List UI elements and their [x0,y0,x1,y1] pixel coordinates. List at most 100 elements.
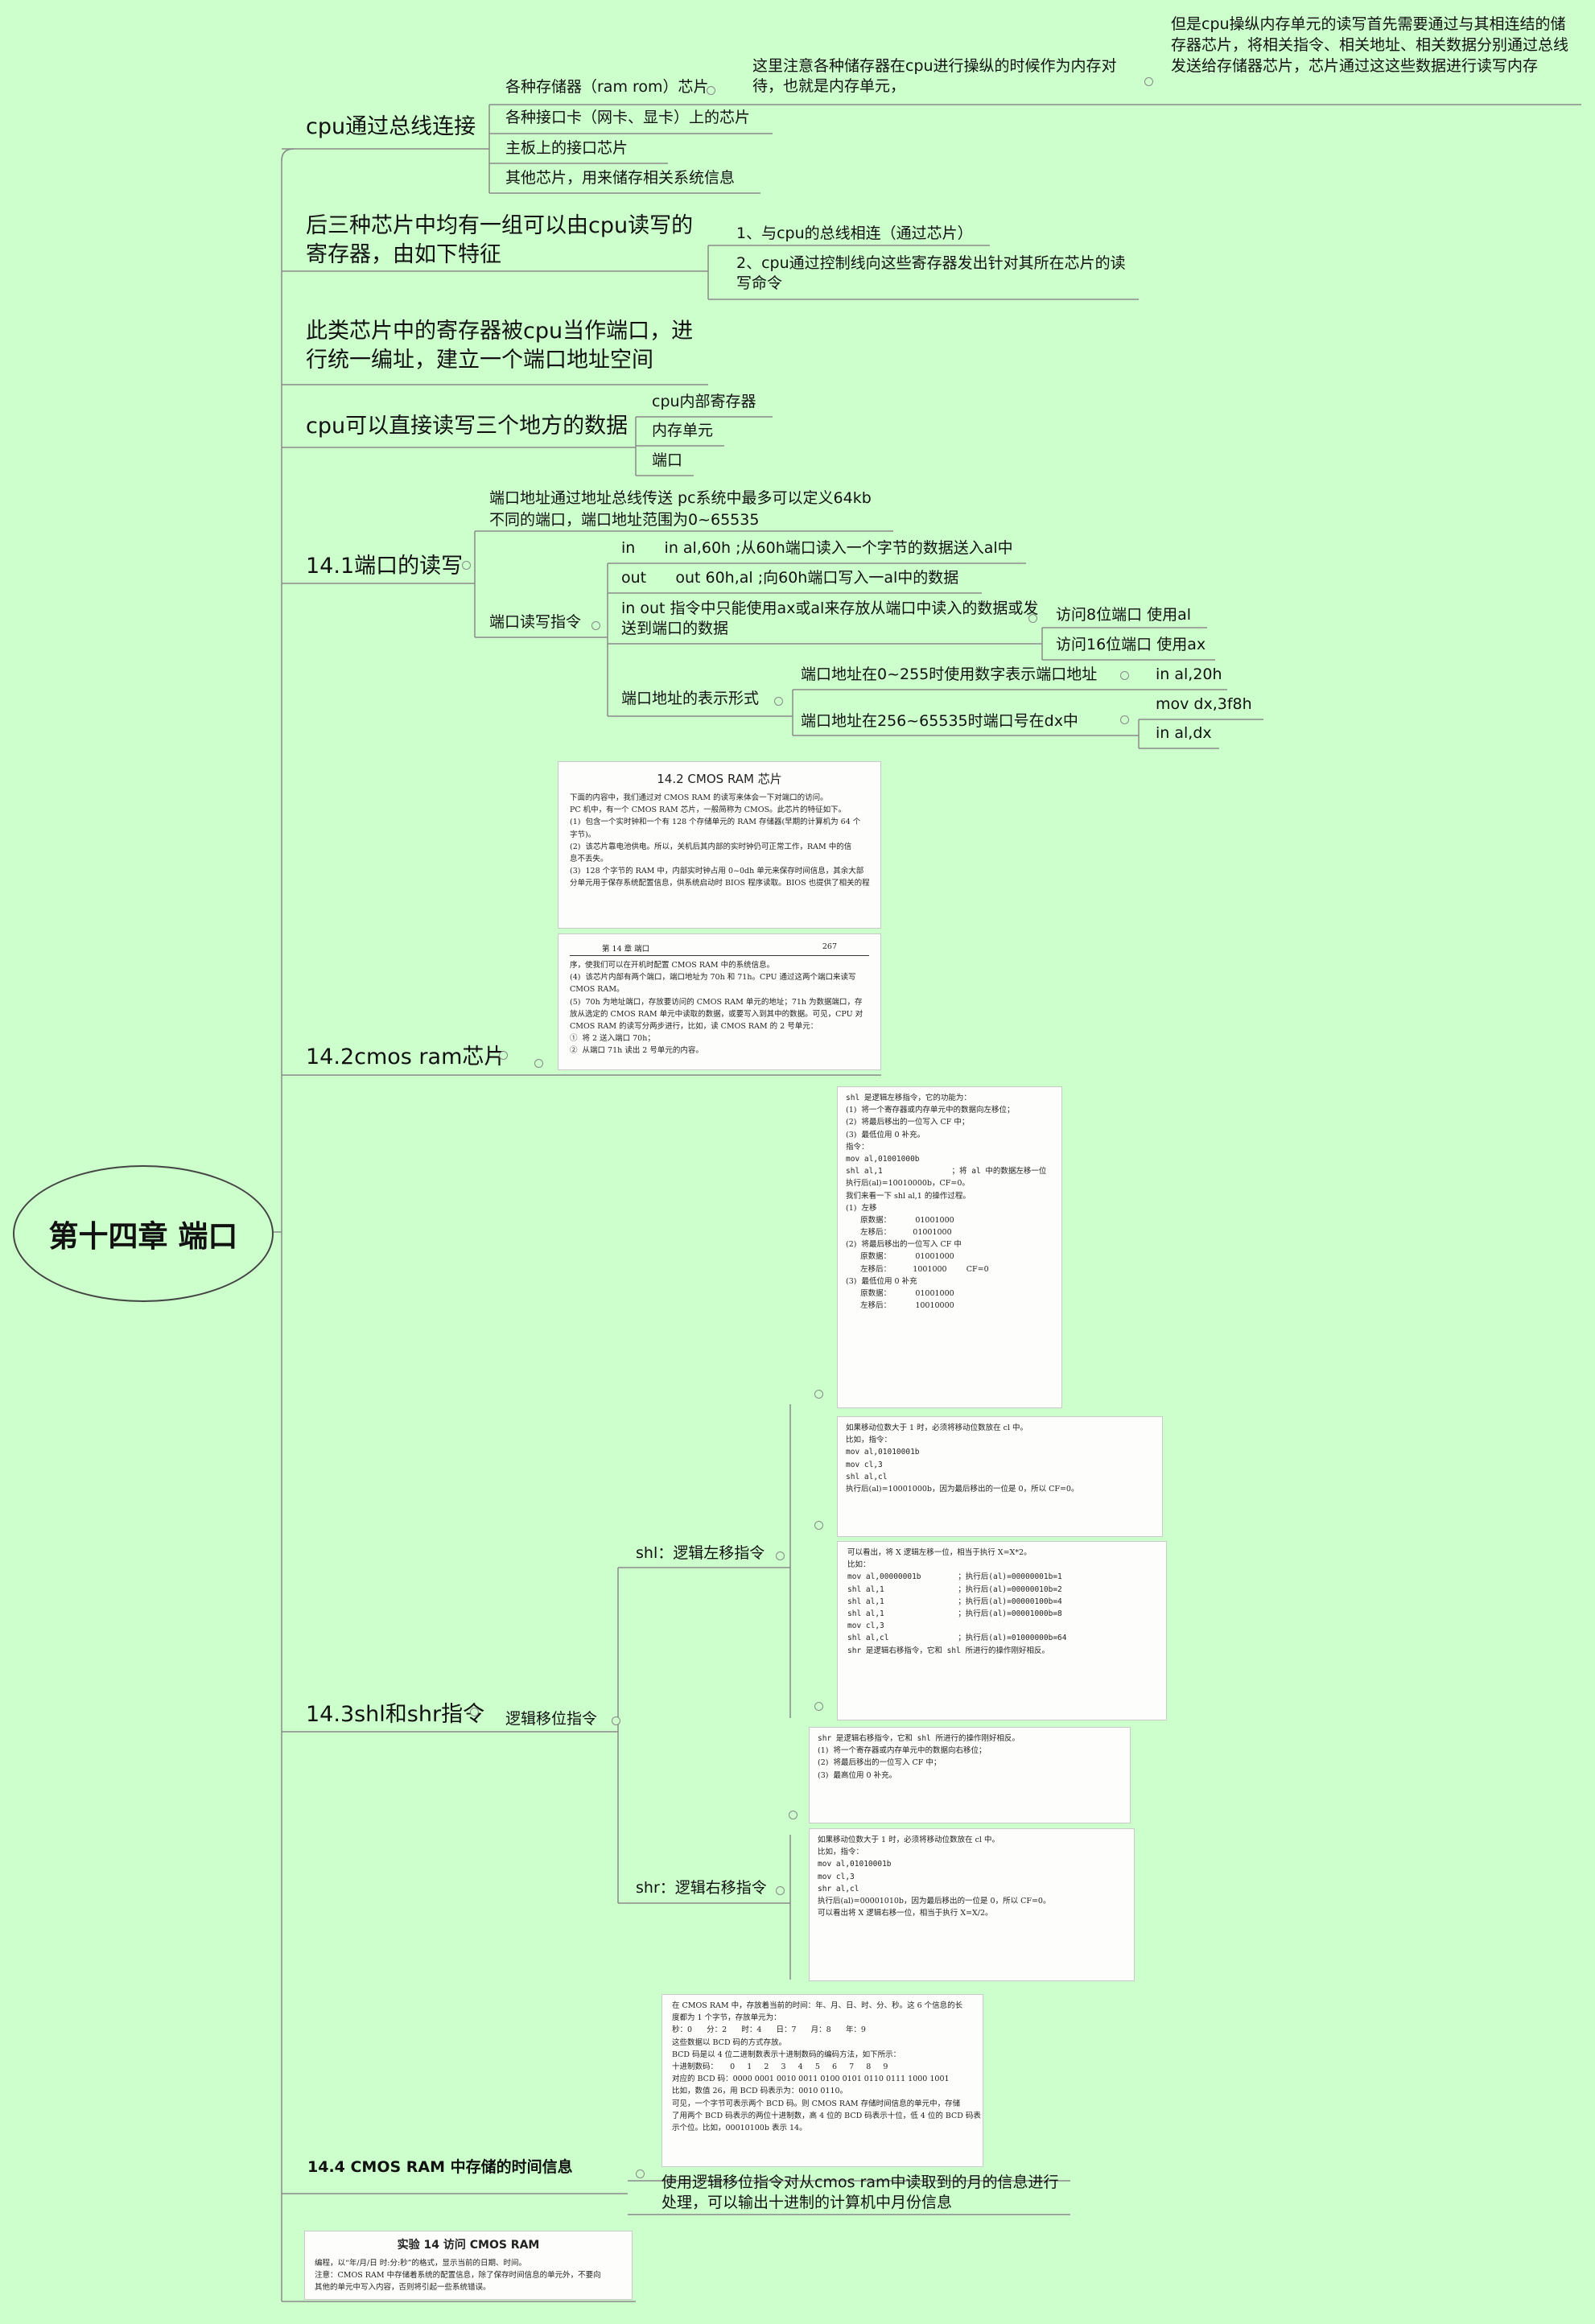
doc-line: 息不丢失。 [570,854,608,863]
doc-line: mov al,01010001b [818,1860,892,1869]
doc-line: 可见，一个字节可表示两个 BCD 码。则 CMOS RAM 存储时间信息的单元中… [672,2099,961,2108]
experiment-14-page-image: 实验 14 访问 CMOS RAM 编程，以“年/月/日 时:分:秒”的格式，显… [304,2231,633,2300]
logical-shift-instr[interactable]: 逻辑移位指令 [505,1710,598,1728]
doc-line: (1) 将一个寄存器或内存单元中的数据向右移位； [818,1746,987,1756]
memory-detail-note[interactable]: 但是cpu操纵内存单元的读写首先需要通过与其相连结的储存器芯片，将相关指令、相关… [1171,15,1569,75]
doc-line: 左移后： 01001000 [846,1228,952,1238]
bus-item-interface-card[interactable]: 各种接口卡（网卡、显卡）上的芯片 [505,109,751,126]
branch-cmos-ram-chip[interactable]: 14.2cmos ram芯片 [306,1045,506,1069]
collapse-toggle-icon[interactable] [789,1811,798,1819]
doc-line: 字节)。 [570,830,596,839]
doc-line: (1) 包含一个实时钟和一个有 128 个存储单元的 RAM 存储器(早期的计算… [570,818,861,827]
location-memory-unit[interactable]: 内存单元 [652,422,714,439]
branch-shl-shr[interactable]: 14.3shl和shr指令 [306,1702,485,1727]
instr-in[interactable]: in in al,60h ;从60h端口读入一个字节的数据送入al中 [621,539,1013,557]
doc-line: (5) 70h 为地址端口，存放要访问的 CMOS RAM 单元的地址；71h … [570,997,863,1007]
shl-page-image-3: 可以看出，将 X 逻辑左移一位，相当于执行 X=X*2。比如：mov al,00… [837,1541,1167,1720]
shl-page-image-1: shl 是逻辑左移指令，它的功能为：(1) 将一个寄存器或内存单元中的数据向左移… [837,1086,1062,1408]
cmos-ram-page-image-1: 14.2 CMOS RAM 芯片 下面的内容中，我们通过对 CMOS RAM 的… [558,761,881,929]
collapse-toggle-icon[interactable] [1028,614,1037,623]
feature-control-line[interactable]: 2、cpu通过控制线向这些寄存器发出针对其所在芯片的读写命令 [736,254,1126,293]
branch-bus-connection[interactable]: cpu通过总线连接 [306,114,476,139]
form-dx-in[interactable]: in al,dx [1156,724,1212,742]
collapse-toggle-icon[interactable] [776,1551,785,1560]
doc-header-left: 第 14 章 端口 [602,945,650,954]
branch-port-read-write[interactable]: 14.1端口的读写 [306,554,464,579]
location-cpu-register[interactable]: cpu内部寄存器 [652,393,756,410]
doc-line: shl al,1 ；将 al 中的数据左移一位 [846,1167,1047,1176]
branch-register-features[interactable]: 后三种芯片中均有一组可以由cpu读写的寄存器，由如下特征 [306,213,694,267]
collapse-toggle-icon[interactable] [462,561,471,570]
doc-text: 下面的内容中，我们通过对 CMOS RAM 的读写来体会一下对端口的访问。PC … [570,792,870,890]
collapse-toggle-icon[interactable] [1144,77,1153,86]
form-numeric[interactable]: 端口地址在0~255时使用数字表示端口地址 [801,665,1098,683]
doc-line: 原数据： 01001000 [846,1215,954,1225]
root-topic[interactable]: 第十四章 端口 [13,1165,274,1302]
doc-line: (1) 将一个寄存器或内存单元中的数据向左移位； [846,1106,1015,1115]
location-port[interactable]: 端口 [652,451,683,469]
doc-line: (4) 该芯片内部有两个端口，端口地址为 70h 和 71h。CPU 通过这两个… [570,973,856,983]
doc-text: 在 CMOS RAM 中，存放着当前的时间：年、月、日、时、分、秒。这 6 个信… [672,2000,981,2134]
branch-cmos-time-info[interactable]: 14.4 CMOS RAM 中存储的时间信息 [307,2158,573,2176]
form-dx-mov[interactable]: mov dx,3f8h [1156,695,1252,713]
doc-line: 比如，数值 26，用 BCD 码表示为：0010 0110。 [672,2087,848,2096]
port-address-note-2[interactable]: 不同的端口，端口地址范围为0~65535 [489,511,760,529]
doc-page-number: 267 [822,942,837,951]
doc-line: mov cl,3 [846,1460,883,1469]
form-dx[interactable]: 端口地址在256~65535时端口号在dx中 [801,712,1078,730]
instr-register-rule[interactable]: in out 指令中只能使用ax或al来存放从端口中读入的数据或发送到端口的数据 [621,600,1039,638]
doc-line: 了用两个 BCD 码表示的两位十进制数，高 4 位的 BCD 码表示十位，低 4… [672,2111,981,2120]
doc-text: 可以看出，将 X 逻辑左移一位，相当于执行 X=X*2。比如：mov al,00… [847,1547,1156,1657]
doc-line: CMOS RAM。 [570,985,624,995]
shr-page-image-2: 如果移动位数大于 1 时，必须将移动位数放在 cl 中。比如，指令：mov al… [809,1828,1135,1981]
collapse-toggle-icon[interactable] [1120,715,1129,724]
collapse-toggle-icon[interactable] [636,2169,645,2178]
doc-line: 示个位。比如，00010100b 表示 14。 [672,2123,807,2132]
month-output-note[interactable]: 使用逻辑移位指令对从cmos ram中读取到的月的信息进行处理，可以输出十进制的… [661,2174,1059,2212]
doc-line: 比如，指令： [846,1436,892,1445]
collapse-toggle-icon[interactable] [470,1708,479,1716]
collapse-toggle-icon[interactable] [499,1051,508,1060]
collapse-toggle-icon[interactable] [814,1702,823,1711]
doc-line: 十进制数码： 0 1 2 3 4 5 6 7 8 9 [672,2062,888,2071]
instr-out[interactable]: out out 60h,al ;向60h端口写入一al中的数据 [621,569,959,587]
feature-bus-link[interactable]: 1、与cpu的总线相连（通过芯片） [736,225,973,242]
bus-item-memory-chip[interactable]: 各种存储器（ram rom）芯片 [505,78,709,96]
collapse-toggle-icon[interactable] [814,1521,823,1530]
branch-port-address-space[interactable]: 此类芯片中的寄存器被cpu当作端口，进行统一编址，建立一个端口地址空间 [306,319,694,373]
collapse-toggle-icon[interactable] [774,697,783,706]
collapse-toggle-icon[interactable] [591,621,600,630]
collapse-toggle-icon[interactable] [1120,671,1129,680]
doc-text: 如果移动位数大于 1 时，必须将移动位数放在 cl 中。比如，指令： mov al… [846,1422,1154,1495]
port-instruction-node[interactable]: 端口读写指令 [489,613,582,631]
doc-text: shr 是逻辑右移指令，它和 shl 所进行的操作刚好相反。 (1) 将一个寄存器… [818,1733,1122,1782]
rule-8bit[interactable]: 访问8位端口 使用al [1056,606,1192,624]
collapse-toggle-icon[interactable] [776,1886,785,1895]
shr-node[interactable]: shr：逻辑右移指令 [636,1879,767,1897]
doc-line: 分单元用于保存系统配置信息，供系统启动时 BIOS 程序读取。BIOS 也提供了… [570,879,870,888]
rule-16bit[interactable]: 访问16位端口 使用ax [1056,636,1206,653]
doc-line: 可以看出，将 X 逻辑左移一位，相当于执行 X=X*2。 [847,1548,1032,1557]
shl-page-image-2: 如果移动位数大于 1 时，必须将移动位数放在 cl 中。比如，指令： mov al… [837,1416,1163,1537]
doc-text: 编程，以“年/月/日 时:分:秒”的格式，显示当前的日期、时间。注意：CMOS … [315,2257,622,2294]
collapse-toggle-icon[interactable] [534,1059,543,1068]
doc-line: 其他的单元中写入内容，否则将引起一些系统错误。 [315,2283,491,2293]
bus-item-mainboard-chip[interactable]: 主板上的接口芯片 [505,139,629,157]
form-numeric-example[interactable]: in al,20h [1156,665,1222,683]
collapse-toggle-icon[interactable] [612,1716,620,1725]
collapse-toggle-icon[interactable] [814,1390,823,1399]
collapse-toggle-icon[interactable] [707,86,715,95]
doc-line: 如果移动位数大于 1 时，必须将移动位数放在 cl 中。 [846,1424,1028,1432]
doc-line: (2) 将最后移出的一位写入 CF 中 [846,1240,962,1250]
doc-line: 如果移动位数大于 1 时，必须将移动位数放在 cl 中。 [818,1836,999,1844]
bus-item-other-chip[interactable]: 其他芯片，用来储存相关系统信息 [505,169,736,187]
memory-note[interactable]: 这里注意各种储存器在cpu进行操纵的时候作为内存对待，也就是内存单元， [752,57,1117,96]
doc-line: shr 是逻辑右移指令，它和 shl 所进行的操作刚好相反。 [818,1734,1020,1743]
doc-line: 度都为 1 个字节，存放单元为： [672,2013,781,2023]
shl-node[interactable]: shl：逻辑左移指令 [636,1544,765,1562]
doc-line: mov al,01010001b [846,1448,920,1457]
port-address-form[interactable]: 端口地址的表示形式 [621,690,760,707]
port-address-note-1[interactable]: 端口地址通过地址总线传送 pc系统中最多可以定义64kb [489,489,872,507]
doc-line: PC 机中，有一个 CMOS RAM 芯片，一般简称为 CMOS。此芯片的特征如… [570,806,847,815]
branch-three-locations[interactable]: cpu可以直接读写三个地方的数据 [306,414,629,439]
